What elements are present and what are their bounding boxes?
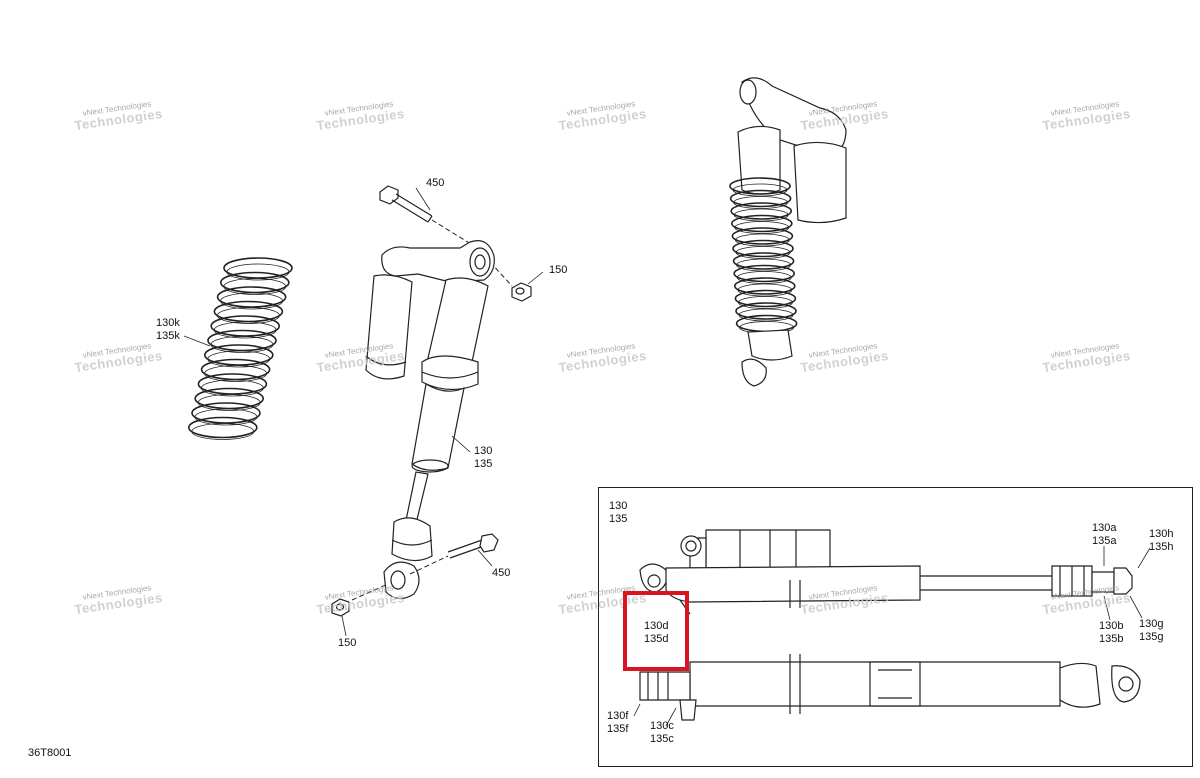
spring-coil [729, 177, 791, 195]
callout-130a: 130a 135a [1092, 522, 1117, 547]
spring-coil-inner [736, 271, 792, 284]
spring-coil-inner [204, 365, 268, 382]
spring-coil-inner [197, 394, 261, 411]
spring-coil [191, 402, 261, 424]
spring-coil [733, 277, 796, 295]
spring-coil-inner [213, 321, 277, 339]
spring-coil-inner [223, 278, 287, 295]
callout-130b: 130b 135b [1099, 620, 1124, 645]
spring-coil-inner [737, 283, 793, 297]
callout-inset-130: 130 135 [609, 500, 628, 525]
bolt-icon [447, 533, 499, 559]
shock-absorber-icon [183, 185, 544, 637]
spring-coil [223, 257, 293, 279]
spring-coil [188, 416, 258, 439]
inset-detail-drawing [633, 529, 1151, 727]
spring-coil-inner [226, 263, 290, 281]
callout-150-top: 150 [549, 264, 568, 276]
spring-coil [734, 289, 797, 308]
callout-130h: 130h 135h [1149, 528, 1174, 553]
callout-130g: 130g 135g [1139, 618, 1164, 643]
spring-coil [730, 214, 793, 233]
highlight-box [623, 591, 689, 671]
spring-coil [216, 286, 287, 308]
spring-coil-inner [735, 246, 791, 259]
spring-coil-inner [735, 233, 790, 247]
spring-coil [730, 202, 793, 220]
spring-coil [207, 329, 277, 352]
nut-icon [331, 598, 350, 617]
callout-450-top: 450 [426, 177, 445, 189]
callout-450-bottom: 450 [492, 567, 511, 579]
spring-coil-inner [738, 308, 794, 322]
assembled-shock-icon [729, 77, 847, 387]
bolt-icon [379, 185, 433, 223]
spring-coil-inner [200, 379, 264, 397]
spring-coil [200, 358, 271, 381]
spring-coil-inner [734, 221, 790, 234]
callout-130d: 130d 135d [644, 620, 669, 645]
callout-130: 130 135 [474, 445, 493, 470]
spring-coil [194, 387, 264, 410]
spring-coil [197, 373, 268, 395]
spring-coil-inner [733, 208, 789, 222]
spring-coil [220, 271, 290, 294]
spring-coil-inner [736, 258, 791, 272]
spring-coil [733, 264, 796, 283]
spring-coil [204, 344, 274, 366]
callout-150-bottom: 150 [338, 637, 357, 649]
spring-coil [729, 189, 792, 208]
spring-coil [732, 252, 795, 270]
callout-130c: 130c 135c [650, 720, 674, 745]
spring-coil [732, 239, 794, 258]
figure-code: 36T8001 [28, 747, 72, 759]
spring-coil [731, 227, 794, 245]
nut-icon [511, 282, 532, 302]
spring-coil-inner [191, 423, 255, 440]
spring-coil-inner [216, 307, 280, 324]
coil-spring-icon [188, 257, 293, 440]
spring-coil-inner [738, 296, 793, 309]
callout-130f: 130f 135f [607, 710, 629, 735]
spring-coil-inner [194, 408, 258, 426]
callout-130k: 130k 135k [156, 317, 180, 342]
spring-coil [210, 315, 280, 337]
inset-frame [598, 487, 1193, 767]
spring-coil [213, 300, 284, 323]
spring-coil-inner [207, 350, 271, 368]
spring-coil-inner [220, 292, 284, 310]
spring-coil-inner [210, 336, 274, 353]
spring-coil [735, 302, 797, 320]
spring-coil-inner [733, 196, 788, 209]
spring-coil-inner [732, 183, 788, 197]
